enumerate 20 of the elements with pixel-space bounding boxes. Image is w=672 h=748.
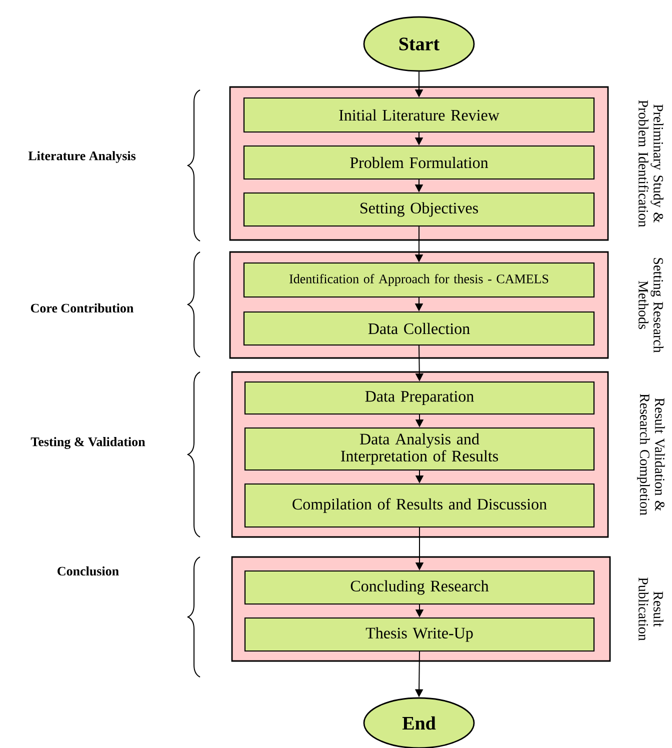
step-box: Problem Formulation (243, 145, 595, 180)
stage-heading: Result Publication (638, 578, 664, 641)
stage-label: Literature Analysis (28, 151, 136, 163)
stage-label: Testing & Validation (30, 437, 146, 449)
terminal-oval: End (363, 697, 475, 748)
step-box: Setting Objectives (243, 192, 595, 227)
terminal-oval: Start (363, 16, 475, 72)
step-box: Compilation of Results and Discussion (244, 483, 595, 528)
step-box: Data Analysis and Interpretation of Results (244, 427, 595, 471)
stage-heading: Preliminary Study & Problem Identification (638, 100, 664, 228)
stage-heading: Result Validation & Research Completion (637, 394, 665, 516)
step-box: Data Collection (243, 311, 595, 346)
step-box: Concluding Research (244, 570, 595, 605)
stage-label: Core Contribution (30, 303, 134, 313)
stage-label: Conclusion (58, 566, 119, 576)
step-box: Identification of Approach for thesis - CAMELS (243, 262, 595, 298)
step-box: Initial Literature Review (243, 97, 595, 133)
step-box: Data Preparation (244, 381, 595, 415)
stage-heading: Setting Research Methods (638, 258, 664, 353)
step-box: Thesis Write-Up (244, 617, 595, 652)
